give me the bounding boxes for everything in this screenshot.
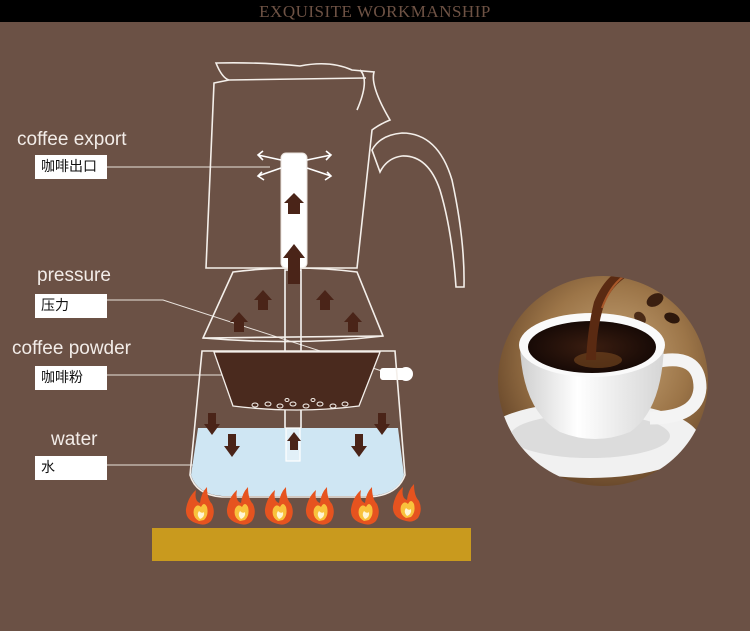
arrow-up-icon [284, 193, 304, 214]
arrow-up-icon [254, 290, 272, 310]
arrow-down-icon [204, 413, 220, 435]
flame-icon [185, 487, 214, 525]
label-coffee-export-cn: 咖啡出口 [35, 155, 107, 179]
arrow-down-icon [374, 413, 390, 435]
arrow-up-icon [230, 312, 248, 332]
coffee-cup-image [498, 276, 708, 486]
flame-icon [350, 487, 379, 525]
coffee-export-spray-icon [256, 150, 333, 181]
arrow-down-icon [224, 434, 240, 457]
upper-chamber [205, 62, 465, 288]
label-coffee-powder-en: coffee powder [12, 338, 132, 359]
flame-icon [305, 487, 334, 525]
burner-flames [185, 484, 421, 525]
label-coffee-powder-cn: 咖啡粉 [35, 366, 107, 390]
header-title: EXQUISITE WORKMANSHIP [259, 2, 491, 21]
header-bar: EXQUISITE WORKMANSHIP [0, 0, 750, 22]
label-coffee-export-en: coffee export [17, 129, 127, 150]
label-pressure-cn: 压力 [35, 294, 107, 318]
label-pressure-en: pressure [37, 265, 111, 286]
safety-valve-icon [380, 367, 413, 381]
flame-icon [264, 487, 293, 525]
arrow-up-icon [344, 312, 362, 332]
flow-arrows [204, 193, 390, 457]
stove-plate [152, 528, 471, 561]
leader-lines [107, 166, 389, 466]
arrow-down-icon [351, 434, 367, 457]
coffee-powder-basket [213, 351, 381, 411]
arrow-up-icon [316, 290, 334, 310]
flame-icon [226, 487, 255, 525]
flame-icon [392, 484, 421, 522]
label-water-cn: 水 [35, 456, 107, 480]
pressure-section [201, 267, 385, 343]
arrow-up-icon [283, 244, 305, 284]
label-water-en: water [51, 429, 98, 450]
leader-line-pressure [107, 299, 389, 374]
arrow-up-icon [287, 432, 301, 450]
